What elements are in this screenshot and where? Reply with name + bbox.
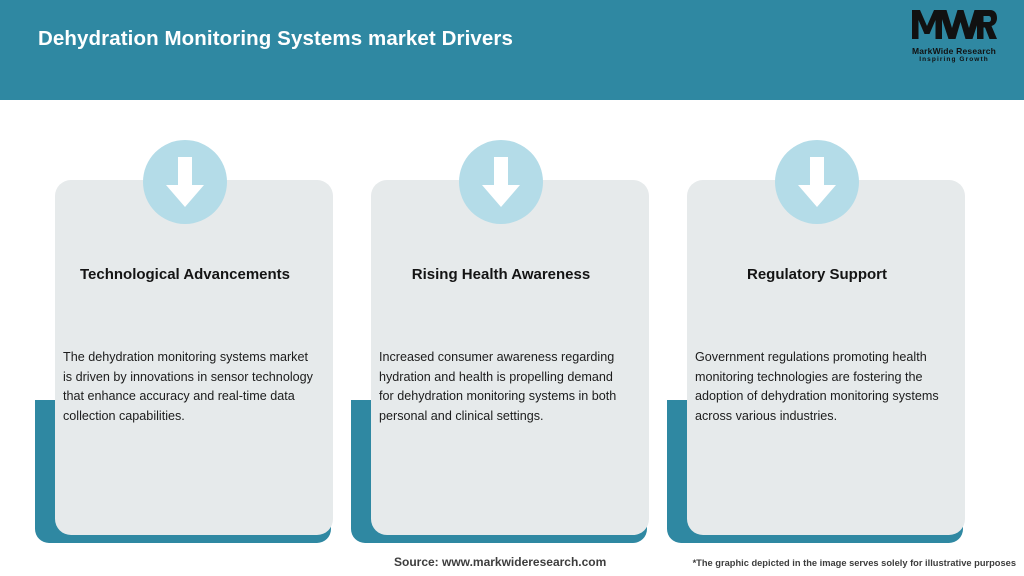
card-surface [687,180,965,535]
driver-card-rising-health-awareness[interactable]: Rising Health Awareness Increased consum… [351,100,651,545]
card-title: Rising Health Awareness [411,266,591,283]
header-bar: Dehydration Monitoring Systems market Dr… [0,0,1024,100]
logo-tagline: Inspiring Growth [919,56,989,63]
page-title: Dehydration Monitoring Systems market Dr… [38,27,513,50]
down-arrow-icon [775,140,859,224]
driver-card-regulatory-support[interactable]: Regulatory Support Government regulation… [667,100,967,545]
card-surface [371,180,649,535]
logo-company-name: MarkWide Research [911,46,997,56]
source-label: Source: www.markwideresearch.com [394,555,607,569]
mwr-logomark-icon [898,8,1010,45]
down-arrow-icon [459,140,543,224]
card-description: The dehydration monitoring systems marke… [63,350,313,423]
disclaimer-note: *The graphic depicted in the image serve… [692,558,1016,568]
card-title: Technological Advancements [79,266,291,283]
driver-card-technological-advancements[interactable]: Technological Advancements The dehydrati… [35,100,335,545]
card-surface [55,180,333,535]
card-description: Government regulations promoting health … [695,350,939,423]
brand-logo: MarkWide Research Inspiring Growth [898,8,1010,63]
card-description: Increased consumer awareness regarding h… [379,350,617,423]
driver-cards-area: Technological Advancements The dehydrati… [0,100,1024,543]
card-title: Regulatory Support [746,266,887,283]
down-arrow-icon [143,140,227,224]
